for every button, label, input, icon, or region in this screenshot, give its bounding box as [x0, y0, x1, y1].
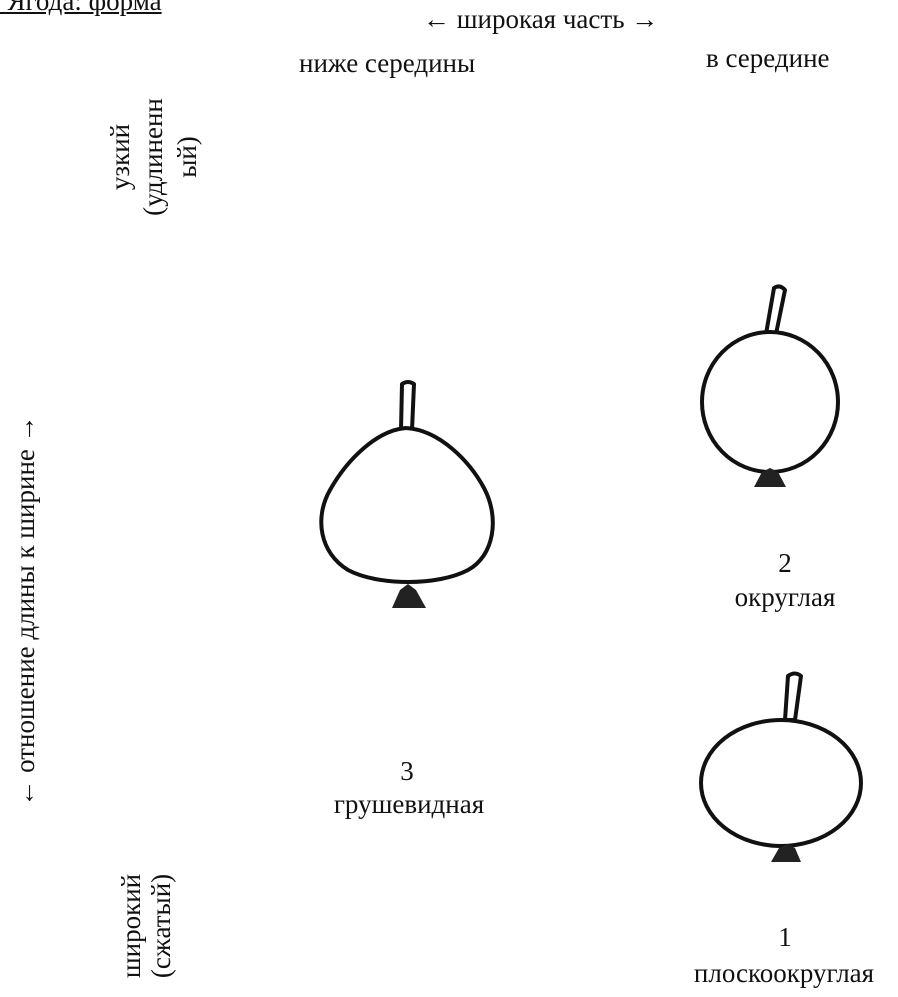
- pear-berry-icon: [319, 380, 495, 608]
- shape-name-pear: грушевидная: [333, 789, 485, 819]
- column-label-middle: в середине: [706, 43, 830, 73]
- page-title: . Ягода: форма: [0, 0, 162, 16]
- flat-round-berry-icon: [699, 671, 863, 862]
- horizontal-axis-label: ← широкая часть →: [423, 4, 659, 34]
- row-label-narrow-line3: ый): [172, 136, 202, 178]
- row-label-narrow-line2: (удлиненн: [138, 98, 168, 216]
- row-label-narrow-line1: узкий: [105, 123, 135, 191]
- round-berry-icon: [700, 284, 840, 487]
- row-label-wide-line2: (сжатый): [146, 873, 176, 979]
- row-label-wide-line1: широкий: [116, 873, 146, 979]
- column-label-below-middle: ниже середины: [299, 48, 476, 78]
- shape-number-round: 2: [778, 548, 792, 578]
- shape-number-pear: 3: [400, 756, 414, 786]
- shape-name-round: округлая: [734, 582, 836, 612]
- shape-number-flat-round: 1: [778, 922, 792, 952]
- shape-name-flat-round: плоскоокруглая: [693, 958, 875, 988]
- vertical-axis-label: ← отношение длины к ширине →: [10, 415, 40, 807]
